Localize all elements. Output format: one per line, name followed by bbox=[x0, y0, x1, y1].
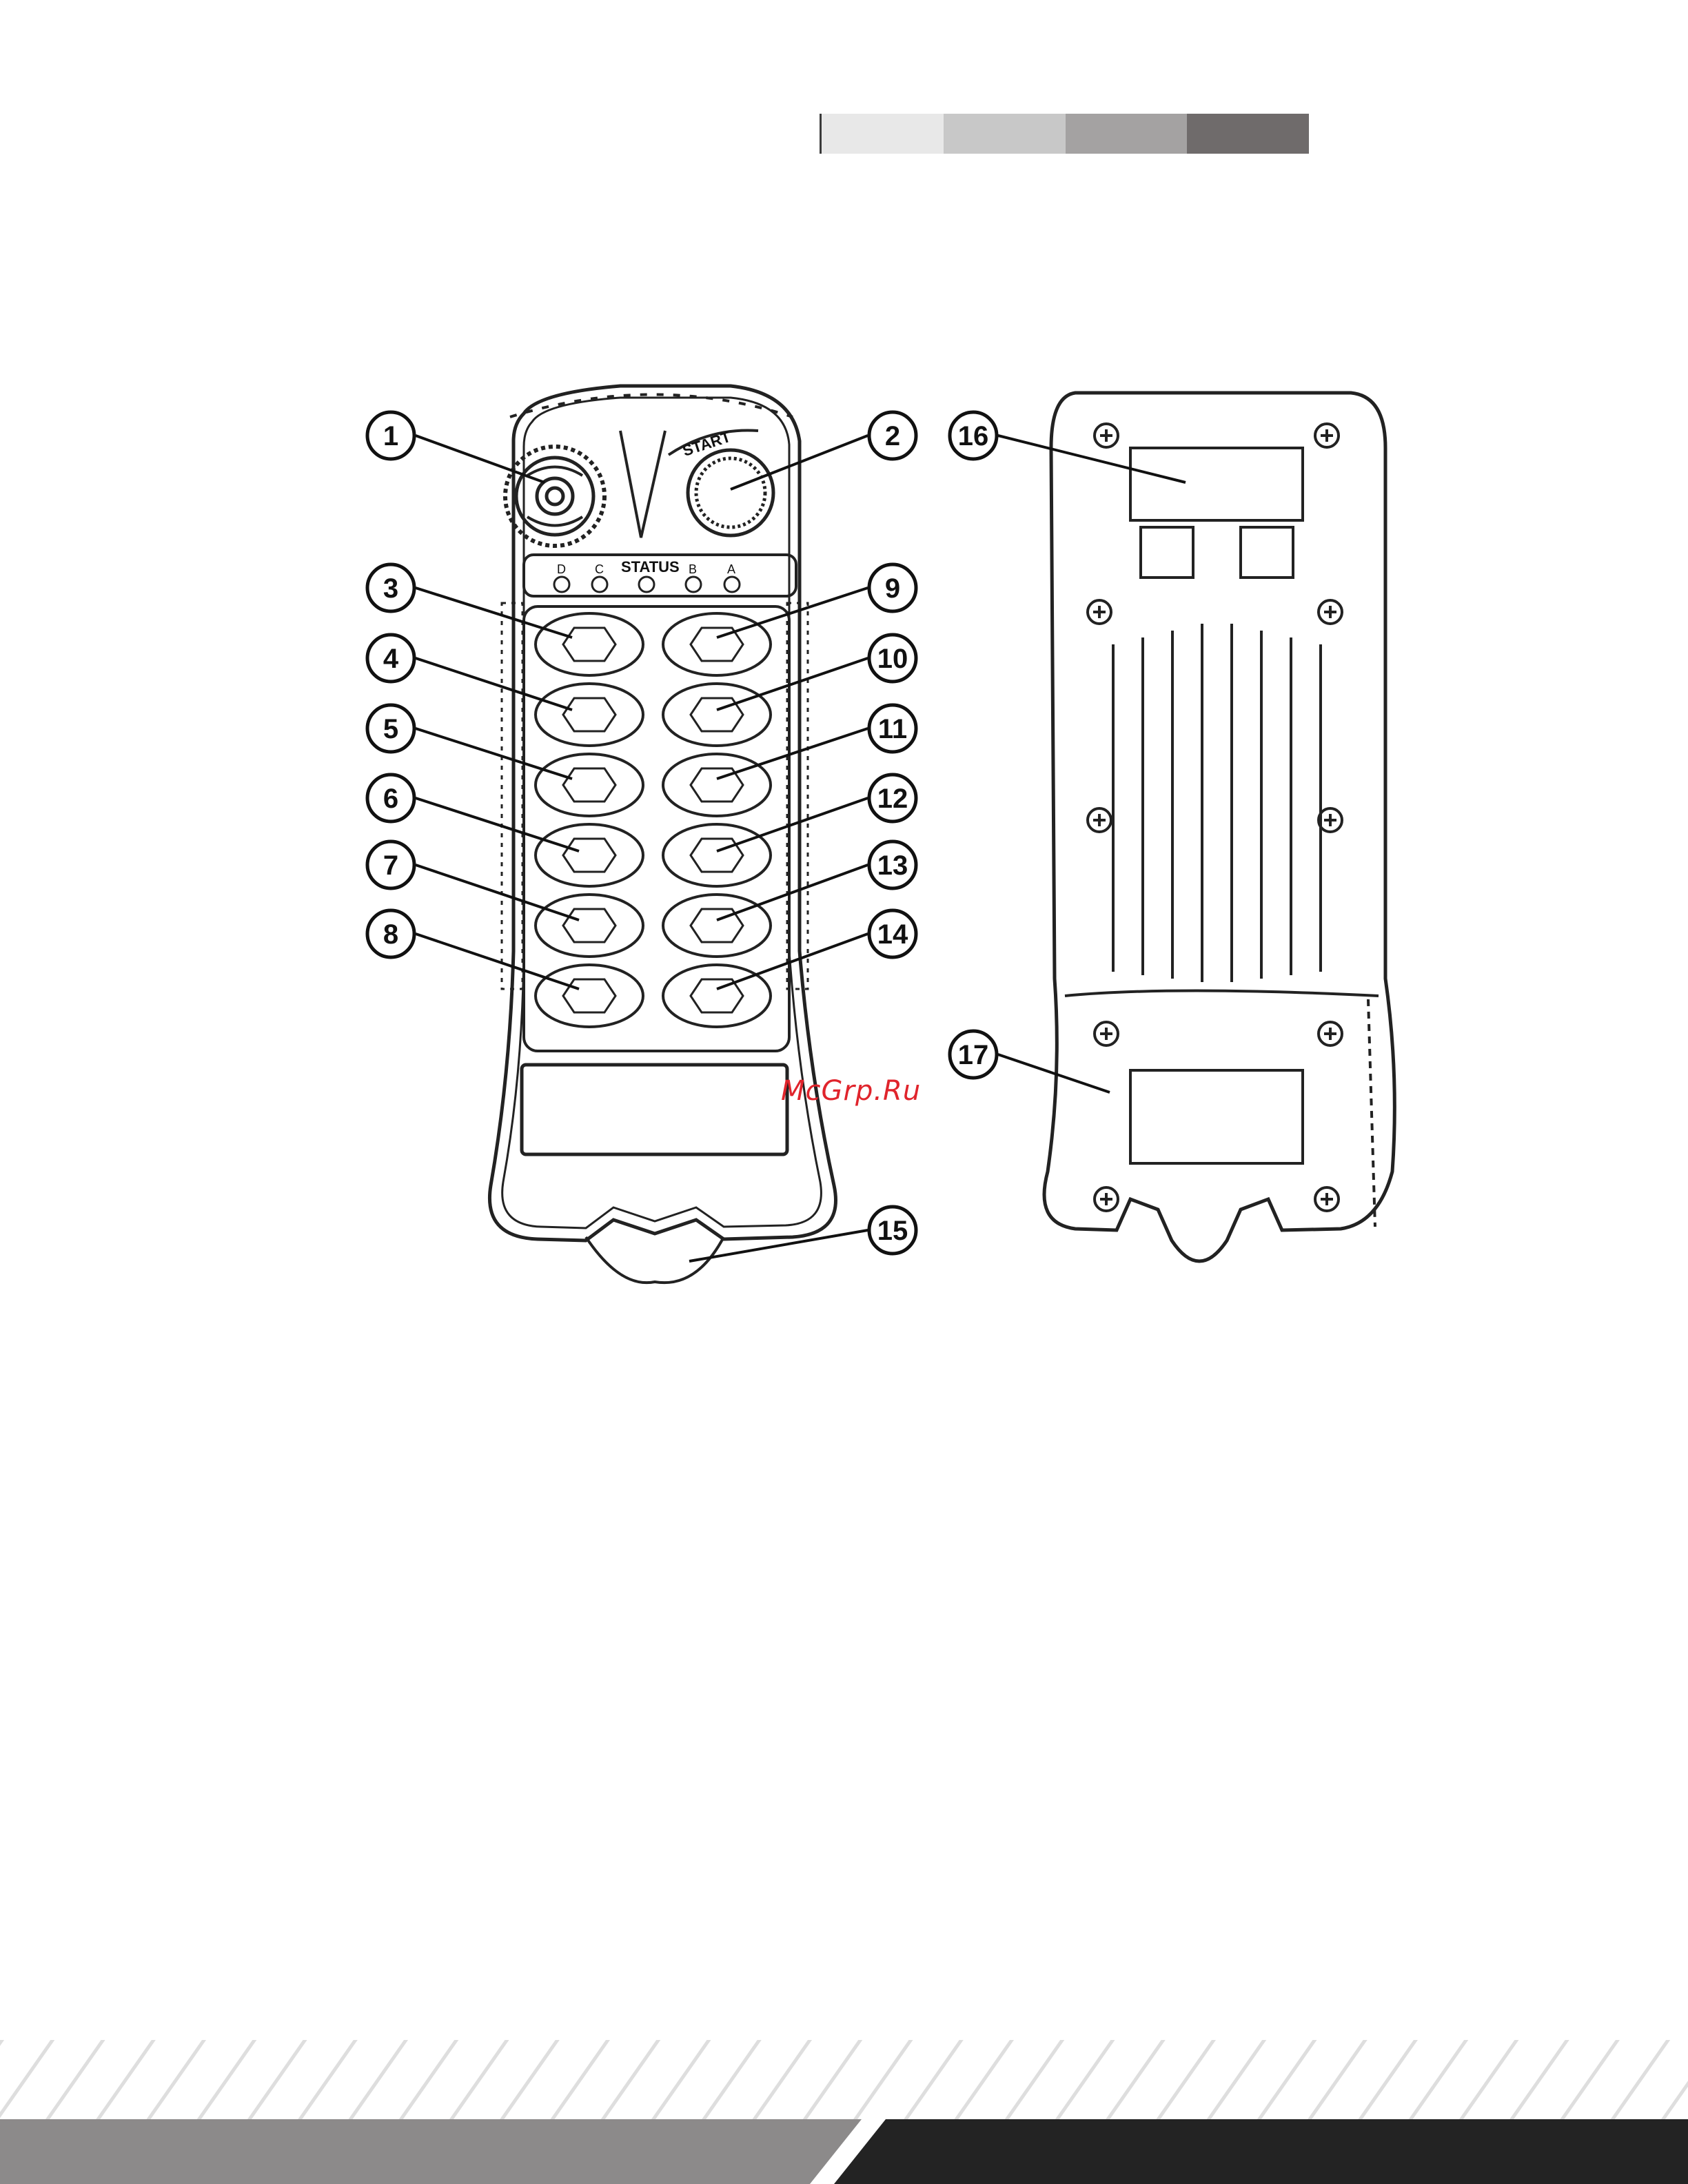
led-label-a: A bbox=[727, 562, 735, 576]
led-d bbox=[554, 577, 569, 592]
callout-marker: 6 bbox=[367, 775, 414, 821]
callout-marker: 7 bbox=[367, 841, 414, 888]
callout-marker: 15 bbox=[869, 1207, 916, 1254]
footer-band bbox=[0, 2040, 1688, 2184]
callout-leader bbox=[717, 798, 868, 851]
callout-leader bbox=[416, 798, 579, 851]
screw bbox=[1315, 424, 1339, 447]
screw bbox=[1315, 1187, 1339, 1211]
callout-marker: 10 bbox=[869, 635, 916, 682]
screw bbox=[1095, 424, 1118, 447]
callout-marker: 14 bbox=[869, 910, 916, 957]
callout-leader bbox=[998, 1054, 1110, 1092]
emergency-stop-knob bbox=[505, 447, 604, 546]
callout-number: 9 bbox=[885, 573, 900, 604]
callout-number: 15 bbox=[877, 1216, 908, 1246]
callout-marker: 13 bbox=[869, 841, 916, 888]
callout-number: 3 bbox=[383, 573, 398, 604]
watermark: McGrp.Ru bbox=[781, 1075, 921, 1107]
callout-leader bbox=[998, 436, 1186, 482]
front-housing-inner bbox=[502, 398, 822, 1228]
callout-leader bbox=[416, 865, 579, 920]
led-label-c: C bbox=[595, 562, 604, 576]
screw bbox=[1319, 1022, 1342, 1045]
callout-marker: 12 bbox=[869, 775, 916, 821]
front-display-window bbox=[522, 1065, 787, 1154]
button-grid bbox=[536, 613, 771, 1027]
keypad-button bbox=[663, 684, 771, 746]
screw bbox=[1095, 1022, 1118, 1045]
led-status bbox=[639, 577, 654, 592]
callout-number: 5 bbox=[383, 714, 398, 744]
led-c bbox=[592, 577, 607, 592]
callout-marker: 9 bbox=[869, 564, 916, 611]
screw bbox=[1319, 808, 1342, 832]
status-label: STATUS bbox=[621, 558, 680, 575]
callout-marker: 11 bbox=[869, 705, 916, 752]
keypad-button bbox=[536, 965, 643, 1027]
callout-marker: 8 bbox=[367, 910, 414, 957]
callout-number: 11 bbox=[878, 714, 907, 744]
back-view bbox=[1044, 393, 1394, 1261]
callout-number: 7 bbox=[383, 850, 398, 881]
screw bbox=[1095, 1187, 1118, 1211]
keypad-button bbox=[663, 613, 771, 675]
led-b bbox=[686, 577, 701, 592]
keypad-button bbox=[663, 824, 771, 886]
callout-leader bbox=[416, 934, 579, 989]
callout-number: 1 bbox=[383, 421, 398, 451]
keypad-button bbox=[663, 895, 771, 957]
callout-number: 13 bbox=[877, 850, 908, 881]
callout-number: 17 bbox=[958, 1040, 989, 1070]
screw bbox=[1088, 600, 1111, 624]
led-label-d: D bbox=[557, 562, 566, 576]
front-view bbox=[489, 386, 835, 1283]
callout-leader bbox=[717, 658, 868, 710]
callout-marker: 5 bbox=[367, 705, 414, 752]
front-housing bbox=[489, 386, 835, 1241]
callout-number: 10 bbox=[877, 644, 908, 674]
back-square-left bbox=[1141, 527, 1193, 578]
callout-marker: 17 bbox=[950, 1031, 997, 1078]
callout-marker: 1 bbox=[367, 412, 414, 459]
keypad-button bbox=[663, 754, 771, 816]
led-a bbox=[724, 577, 740, 592]
keypad-button bbox=[536, 754, 643, 816]
callout-leader bbox=[717, 728, 868, 779]
callout-number: 6 bbox=[383, 784, 398, 814]
led-label-b: B bbox=[689, 562, 697, 576]
battery-cover-label bbox=[1130, 1070, 1303, 1163]
back-square-right bbox=[1241, 527, 1293, 578]
keypad-button bbox=[536, 824, 643, 886]
callout-leader bbox=[717, 865, 868, 920]
screw bbox=[1088, 808, 1111, 832]
keypad-button bbox=[536, 684, 643, 746]
start-label: START bbox=[680, 428, 733, 460]
back-ribs bbox=[1113, 624, 1321, 982]
callout-marker: 3 bbox=[367, 564, 414, 611]
keypad-button bbox=[536, 613, 643, 675]
callout-marker: 4 bbox=[367, 635, 414, 682]
callout-number: 8 bbox=[383, 919, 398, 950]
back-label-plate bbox=[1130, 448, 1303, 520]
callout-marker: 2 bbox=[869, 412, 916, 459]
callout-number: 4 bbox=[383, 644, 399, 674]
callout-number: 14 bbox=[877, 919, 908, 950]
callout-marker: 16 bbox=[950, 412, 997, 459]
callout-number: 12 bbox=[877, 784, 908, 814]
callout-number: 16 bbox=[958, 421, 989, 451]
callout-number: 2 bbox=[885, 421, 900, 451]
back-housing bbox=[1044, 393, 1394, 1261]
keypad-button bbox=[536, 895, 643, 957]
screw bbox=[1319, 600, 1342, 624]
